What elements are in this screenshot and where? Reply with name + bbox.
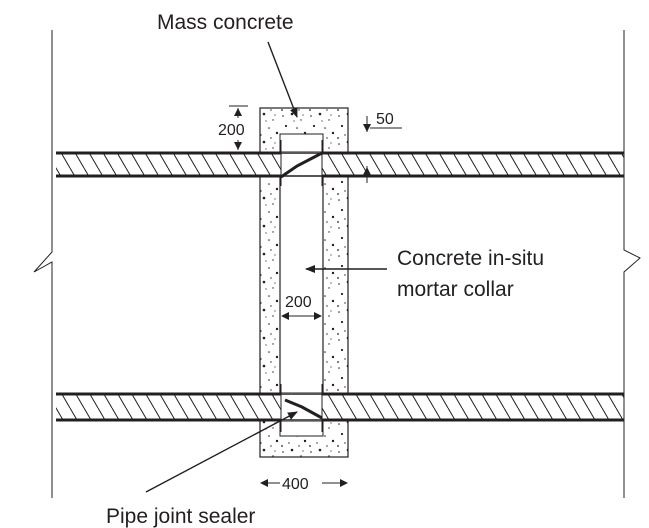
pipe-joint-sealer-label: Pipe joint sealer (106, 505, 255, 528)
sealer-leader (145, 411, 298, 493)
right-boundary-line (623, 30, 641, 498)
collar-left-side (259, 175, 281, 395)
mass-concrete-leader (267, 41, 298, 118)
left-boundary-line (33, 30, 53, 498)
mass-concrete-label: Mass concrete (157, 11, 294, 34)
collar-width-dimension (260, 479, 348, 487)
gap-width-label: 200 (285, 294, 312, 311)
collar-right-side (322, 175, 349, 395)
bottom-joint-sealer (284, 398, 323, 420)
top-pipe-wall (56, 151, 624, 178)
collar-label-line1: Concrete in-situ (397, 247, 544, 270)
cap-cover-dimension (363, 116, 402, 183)
gap-width-dimension (281, 312, 322, 320)
cap-height-dimension (229, 105, 248, 153)
mass-concrete-cap (259, 107, 349, 154)
bottom-pipe-wall (56, 392, 624, 422)
cap-cover-label: 50 (376, 111, 394, 128)
collar-width-label: 400 (282, 476, 309, 493)
top-joint-sealer (280, 151, 323, 179)
cap-height-label: 200 (218, 122, 245, 139)
collar-label-line2: mortar collar (397, 278, 514, 301)
mass-concrete-base (259, 419, 349, 458)
